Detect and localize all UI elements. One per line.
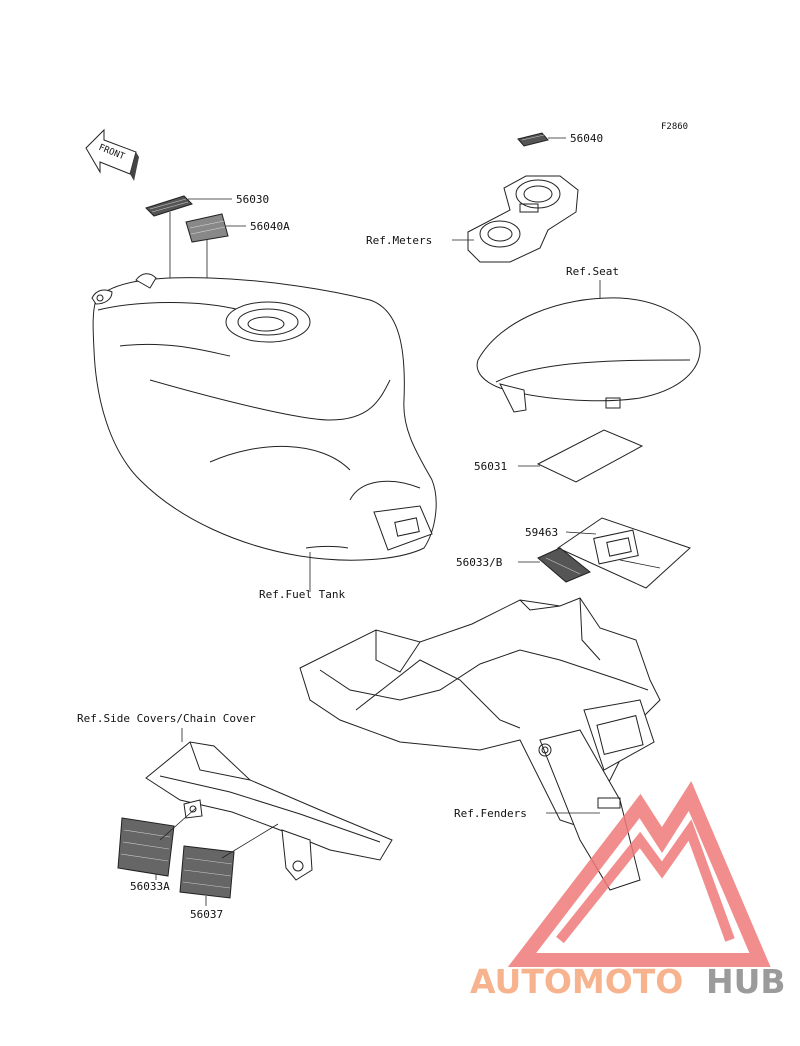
decal-56037 bbox=[179, 823, 279, 906]
front-arrow-icon: FRONT bbox=[85, 128, 139, 181]
meters bbox=[452, 175, 579, 263]
fuel-tank bbox=[91, 273, 437, 592]
decal-56033A bbox=[117, 807, 197, 880]
label-ref-side-covers: Ref.Side Covers/Chain Cover bbox=[77, 712, 256, 725]
watermark-text-hub: HUB bbox=[706, 962, 786, 1001]
decal-56033B bbox=[518, 547, 591, 583]
label-ref-fenders: Ref.Fenders bbox=[454, 807, 527, 820]
seat: Ref.Seat bbox=[476, 265, 701, 413]
decal-59463 bbox=[556, 517, 691, 589]
label-59463: 59463 bbox=[525, 526, 558, 539]
watermark-logo: AUTOMOTO HUB bbox=[470, 781, 786, 1001]
watermark-text-automoto: AUTOMOTO bbox=[470, 962, 683, 1001]
label-ref-fuel-tank: Ref.Fuel Tank bbox=[259, 588, 345, 601]
label-56033A: 56033A bbox=[130, 880, 170, 893]
figure-code: F2860 bbox=[661, 122, 688, 132]
label-56031: 56031 bbox=[474, 460, 507, 473]
label-ref-seat: Ref.Seat bbox=[566, 265, 619, 278]
decal-56030 bbox=[145, 195, 232, 288]
label-56037: 56037 bbox=[190, 908, 223, 921]
chain-cover: Ref.Side Covers/Chain Cover bbox=[77, 712, 393, 881]
label-56030: 56030 bbox=[236, 193, 269, 206]
label-56040-top: 56040 bbox=[570, 132, 603, 145]
decal-56031 bbox=[518, 429, 644, 483]
label-ref-meters: Ref.Meters bbox=[366, 234, 432, 247]
label-56033B: 56033/B bbox=[456, 556, 503, 569]
decal-56040-top bbox=[517, 132, 566, 147]
label-56040A: 56040A bbox=[250, 220, 290, 233]
